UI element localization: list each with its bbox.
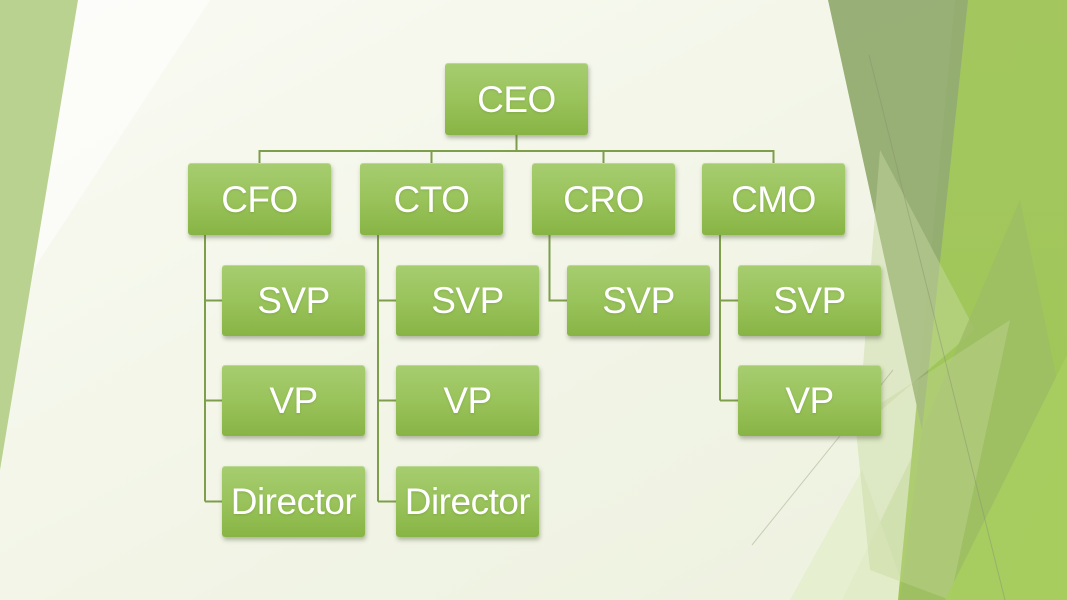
org-node-label: CTO [393, 178, 470, 220]
org-node-cto[interactable]: CTO [360, 163, 503, 235]
org-node-label: CMO [731, 178, 816, 220]
org-node-label: SVP [602, 280, 675, 321]
org-node-label: Director [404, 481, 531, 522]
org-node-cfo-svp[interactable]: SVP [222, 265, 365, 336]
org-node-label: CFO [221, 178, 298, 220]
background-hairline1 [868, 54, 1006, 600]
connector-cro-children [548, 235, 567, 302]
org-node-label: SVP [773, 280, 846, 321]
org-node-cmo-svp[interactable]: SVP [738, 265, 881, 336]
org-node-label: CEO [477, 78, 556, 120]
org-node-cro[interactable]: CRO [532, 163, 675, 235]
org-node-label: VP [443, 380, 492, 421]
org-node-cro-svp[interactable]: SVP [567, 265, 710, 336]
connector-cto-children [377, 235, 396, 503]
org-node-cmo-vp[interactable]: VP [738, 365, 881, 436]
org-node-cto-vp[interactable]: VP [396, 365, 539, 436]
org-node-label: VP [269, 380, 318, 421]
connector-ceo-children [258, 135, 775, 163]
org-node-label: CRO [563, 178, 644, 220]
background-facet-overlay2 [855, 320, 1010, 600]
org-node-cto-director[interactable]: Director [396, 466, 539, 537]
background-facet-sage [828, 0, 968, 430]
org-node-label: SVP [257, 280, 330, 321]
org-node-ceo[interactable]: CEO [445, 63, 588, 135]
background-sheen [0, 0, 210, 470]
org-node-cto-svp[interactable]: SVP [396, 265, 539, 336]
org-node-cfo-director[interactable]: Director [222, 466, 365, 537]
background-facet-bottomright [945, 355, 1067, 600]
background-facet-overlay1 [858, 150, 975, 430]
org-node-label: SVP [431, 280, 504, 321]
org-node-label: VP [785, 380, 834, 421]
connector-cfo-children [204, 235, 222, 503]
org-node-label: Director [230, 481, 357, 522]
background-left-wedge [0, 0, 78, 470]
org-node-cfo-vp[interactable]: VP [222, 365, 365, 436]
org-node-cfo[interactable]: CFO [188, 163, 331, 235]
org-node-cmo[interactable]: CMO [702, 163, 845, 235]
connector-cmo-children [719, 235, 738, 402]
background-facet-light2 [790, 470, 908, 600]
